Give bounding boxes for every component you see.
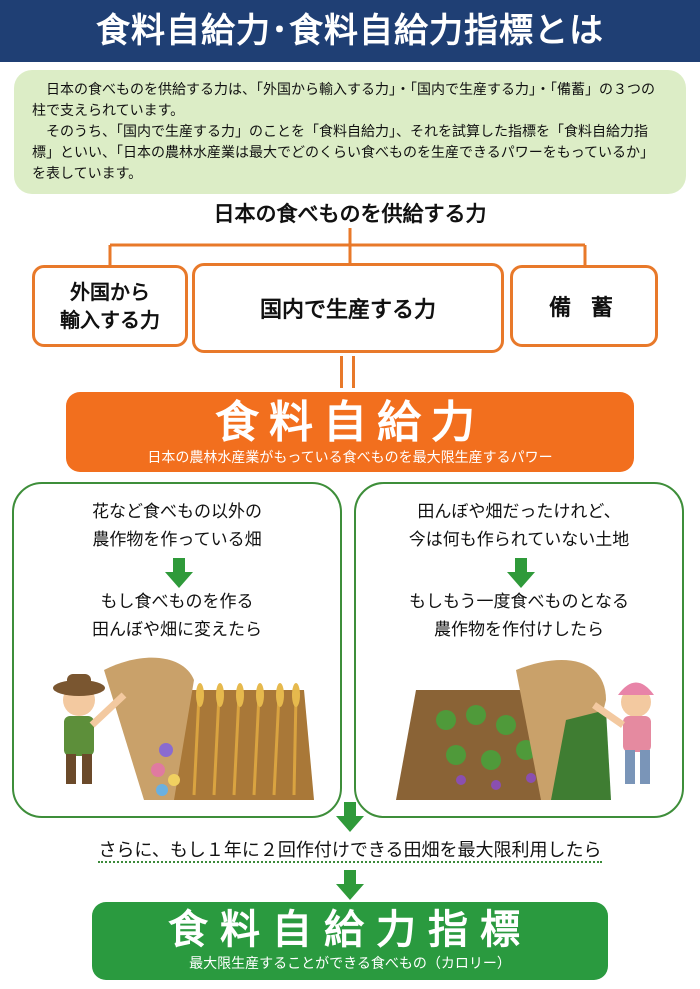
farmer-flower-field-illustration <box>53 657 314 800</box>
intro-paragraph-2: そのうち、「国内で生産する力」のことを「食料自給力」、それを試算した指標を「食料… <box>32 124 655 182</box>
down-arrow-icon <box>165 558 193 588</box>
import-label-line1: 外国から <box>70 280 150 304</box>
farmer-vegetable-field-illustration <box>396 660 654 800</box>
self-sufficiency-index-band: 食料自給力指標 最大限生産することができる食べもの（カロリー） <box>92 902 608 980</box>
additional-condition-text: さらに、もし１年に２回作付けできる田畑を最大限利用したら <box>0 838 700 864</box>
right-panel-line4: 農作物を作付けしたら <box>434 620 604 640</box>
right-panel-line2: 今は何も作られていない土地 <box>408 530 630 550</box>
left-panel-line4: 田んぼや畑に変えたら <box>92 620 262 640</box>
left-panel-line3: もし食べものを作る <box>100 592 254 612</box>
down-arrow-icon <box>336 870 364 900</box>
intro-box: 日本の食べものを供給する力は、「外国から輸入する力」・「国内で生産する力」・「備… <box>14 70 686 194</box>
right-panel-line1: 田んぼや畑だったけれど、 <box>417 502 621 522</box>
supply-title: 日本の食べものを供給する力 <box>213 202 487 226</box>
domestic-production-box: 国内で生産する力 <box>192 263 504 353</box>
right-panel: 田んぼや畑だったけれど、 今は何も作られていない土地 もしもう一度食べものとなる… <box>354 482 684 818</box>
import-label-line2: 輸入する力 <box>60 308 160 332</box>
left-panel: 花など食べもの以外の 農作物を作っている畑 もし食べものを作る 田んぼや畑に変え… <box>12 482 342 818</box>
left-panel-line2: 農作物を作っている畑 <box>92 530 262 550</box>
intro-paragraph-1: 日本の食べものを供給する力は、「外国から輸入する力」・「国内で生産する力」・「備… <box>32 82 655 119</box>
self-sufficiency-band: 食料自給力 日本の農林水産業がもっている食べものを最大限生産するパワー <box>66 392 634 472</box>
additional-condition-label: さらに、もし１年に２回作付けできる田畑を最大限利用したら <box>98 840 602 863</box>
right-panel-line3: もしもう一度食べものとなる <box>409 592 629 612</box>
self-sufficiency-index-subtitle: 最大限生産することができる食べもの（カロリー） <box>189 956 511 972</box>
import-box: 外国から 輸入する力 <box>32 265 188 347</box>
page-title: 食料自給力･食料自給力指標とは <box>0 0 700 62</box>
equals-sign <box>337 356 359 388</box>
stockpile-box: 備 蓄 <box>510 265 658 347</box>
left-panel-line1: 花など食べもの以外の <box>92 502 262 522</box>
self-sufficiency-title: 食料自給力 <box>215 397 485 448</box>
down-arrow-icon <box>507 558 535 588</box>
self-sufficiency-subtitle: 日本の農林水産業がもっている食べものを最大限生産するパワー <box>147 450 553 466</box>
down-arrow-icon <box>336 802 364 832</box>
self-sufficiency-index-title: 食料自給力指標 <box>168 907 532 953</box>
